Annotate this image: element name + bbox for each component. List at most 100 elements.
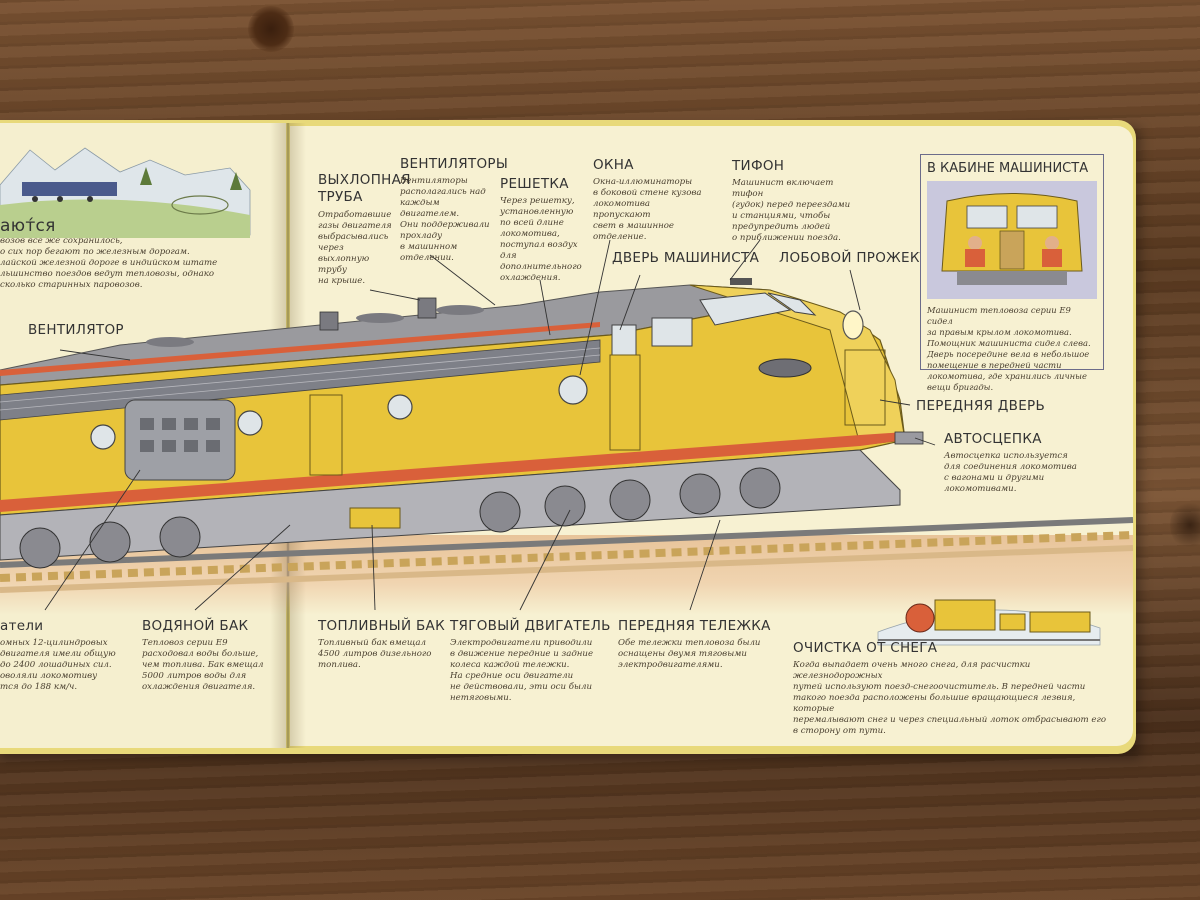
grille-description: Через решетку, установленную по всей дли… xyxy=(500,196,595,284)
fans-line: отделении. xyxy=(400,253,454,263)
windows-label: ОКНА xyxy=(593,157,634,173)
windows-line: Окна-иллюминаторы xyxy=(593,177,693,187)
grille-label: РЕШЕТКА xyxy=(500,176,569,192)
front-truck-line: Обе тележки тепловоза были xyxy=(618,638,761,648)
coupler-label: АВТОСЦЕПКА xyxy=(944,431,1042,447)
coupler-description: Автосцепка используется для соединения л… xyxy=(944,451,1094,495)
front-truck-description: Обе тележки тепловоза были оснащены двум… xyxy=(618,638,768,671)
coupler-line: локомотивами. xyxy=(944,484,1017,494)
engines-line: тся до 188 км/ч. xyxy=(0,682,78,692)
grille-line: локомотива, xyxy=(500,229,560,239)
grille-line: Через решетку, xyxy=(500,196,575,206)
horn-line: Машинист включает тифон xyxy=(732,178,834,199)
wood-knot xyxy=(248,6,294,52)
grille-line: охлаждения. xyxy=(500,273,561,283)
water-tank-label: ВОДЯНОЙ БАК xyxy=(142,618,249,634)
fans-line: в машинном xyxy=(400,242,458,252)
snow-clearing-description: Когда выпадает очень много снега, для ра… xyxy=(793,660,1113,737)
water-tank-line: чем топлива. Бак вмещал xyxy=(142,660,264,670)
engines-line: оволяли локомотиву xyxy=(0,671,98,681)
water-tank-line: Тепловоз серии E9 xyxy=(142,638,228,648)
cab-illustration xyxy=(927,181,1097,299)
horn-line: предупредить людей xyxy=(732,222,831,232)
traction-motor-line: в движение передние и задние xyxy=(450,649,594,659)
traction-motor-line: не действовали, эти оси были xyxy=(450,682,593,692)
mountain-vignette xyxy=(0,147,251,238)
engines-line: омных 12-цилиндровых xyxy=(0,638,108,648)
engines-description: омных 12-цилиндровых двигателя имели общ… xyxy=(0,638,125,693)
snow-line: такого поезда расположены большие вращаю… xyxy=(793,693,1076,714)
water-tank-line: 5000 литров воды для xyxy=(142,671,247,681)
snow-line: путей используют поезд-снегоочиститель. … xyxy=(793,682,1086,692)
fans-line: Вентиляторы xyxy=(400,176,468,186)
fuel-tank-line: топлива. xyxy=(318,660,361,670)
grille-line: поступал воздух xyxy=(500,240,578,250)
windows-description: Окна-иллюминаторы в боковой стене кузова… xyxy=(593,177,703,243)
exhaust-line: Отработавшие xyxy=(318,210,392,220)
intro-line: возов все же сохранилось, xyxy=(0,236,123,246)
left-page-heading: ают́ся xyxy=(0,216,56,236)
engines-line: двигателя имели общую xyxy=(0,649,116,659)
intro-line: лайской железной дороге в индийском штат… xyxy=(0,258,218,268)
fans-description: Вентиляторы располагались над каждым дви… xyxy=(400,176,495,264)
fuel-tank-line: Топливный бак вмещал xyxy=(318,638,427,648)
exhaust-line: выбрасывались xyxy=(318,232,389,242)
traction-motor-line: На средние оси двигатели xyxy=(450,671,574,681)
horn-description: Машинист включает тифон (гудок) перед пе… xyxy=(732,178,857,244)
front-truck-line: электродвигателями. xyxy=(618,660,723,670)
fans-line: располагались над xyxy=(400,187,486,197)
cab-description: Машинист тепловоза серии E9 сидел за пра… xyxy=(927,305,1099,393)
engines-line: до 2400 лошадиных сил. xyxy=(0,660,112,670)
mini-train xyxy=(22,182,117,196)
traction-motor-description: Электродвигатели приводили в движение пе… xyxy=(450,638,610,704)
coupler-line: Автосцепка используется xyxy=(944,451,1068,461)
traction-motor-line: нетяговыми. xyxy=(450,693,512,703)
windows-line: отделение. xyxy=(593,232,647,242)
front-truck-line: оснащены двумя тяговыми xyxy=(618,649,747,659)
horn-line: о приближении поезда. xyxy=(732,233,841,243)
snow-line: Когда выпадает очень много снега, для ра… xyxy=(793,660,1031,681)
coupler-line: с вагонами и другими xyxy=(944,473,1045,483)
coupler-line: для соединения локомотива xyxy=(944,462,1077,472)
cab-line: вещи бригады. xyxy=(927,382,994,392)
water-tank-line: расходовал воды больше, xyxy=(142,649,259,659)
traction-motor-line: Электродвигатели приводили xyxy=(450,638,593,648)
intro-line: сколько старинных паровозов. xyxy=(0,280,143,290)
horn-line: и станциями, чтобы xyxy=(732,211,831,221)
exhaust-description: Отработавшие газы двигателя выбрасывалис… xyxy=(318,210,393,287)
horn-line: (гудок) перед переездами xyxy=(732,200,851,210)
driver-door-label: ДВЕРЬ МАШИНИСТА xyxy=(612,250,760,266)
intro-line: о сих пор бегают по железным дорогам. xyxy=(0,247,190,257)
windows-line: в боковой стене кузова xyxy=(593,188,702,198)
water-tank-line: охлаждения двигателя. xyxy=(142,682,256,692)
left-page-intro: возов все же сохранилось, о сих пор бега… xyxy=(0,236,270,291)
cab-line: Машинист тепловоза серии E9 сидел xyxy=(927,305,1071,326)
cab-line: локомотива, где хранились личные xyxy=(927,371,1087,381)
front-truck-label: ПЕРЕДНЯЯ ТЕЛЕЖКА xyxy=(618,618,771,634)
traction-motor-label: ТЯГОВЫЙ ДВИГАТЕЛЬ xyxy=(450,618,611,634)
fans-line: прохладу xyxy=(400,231,443,241)
exhaust-line: трубу xyxy=(318,265,347,275)
exhaust-line: газы двигателя xyxy=(318,221,392,231)
headlight-label: ЛОБОВОЙ ПРОЖЕКТОР xyxy=(779,250,948,266)
exhaust-line: на крыше. xyxy=(318,276,366,286)
exhaust-label-line-1: ВЫХЛОПНАЯ xyxy=(318,172,411,188)
fuel-tank-label: ТОПЛИВНЫЙ БАК xyxy=(318,618,445,634)
cab-interior-drawing xyxy=(941,193,1083,285)
grille-line: установленную xyxy=(500,207,574,217)
cab-line: Дверь посередине вела в небольшое xyxy=(927,349,1090,359)
exhaust-line: через xyxy=(318,243,344,253)
windows-line: локомотива пропускают xyxy=(593,199,651,220)
snow-clearing-label: ОЧИСТКА ОТ СНЕГА xyxy=(793,640,938,656)
cab-line: за правым крылом локомотива. xyxy=(927,327,1072,337)
driver-cab-panel: В КАБИНЕ МАШИНИСТА Машинист тепловоза се… xyxy=(920,154,1104,392)
snowplough-vignette xyxy=(877,599,1101,646)
fans-line: Они поддерживали xyxy=(400,220,490,230)
leader-lines xyxy=(44,239,936,611)
engines-label: атели xyxy=(0,618,44,634)
grille-line: по всей длине xyxy=(500,218,564,228)
exhaust-line: выхлопную xyxy=(318,254,370,264)
snow-line: перемалывают снег и через специальный ло… xyxy=(793,715,1107,725)
locomotive xyxy=(0,278,924,569)
